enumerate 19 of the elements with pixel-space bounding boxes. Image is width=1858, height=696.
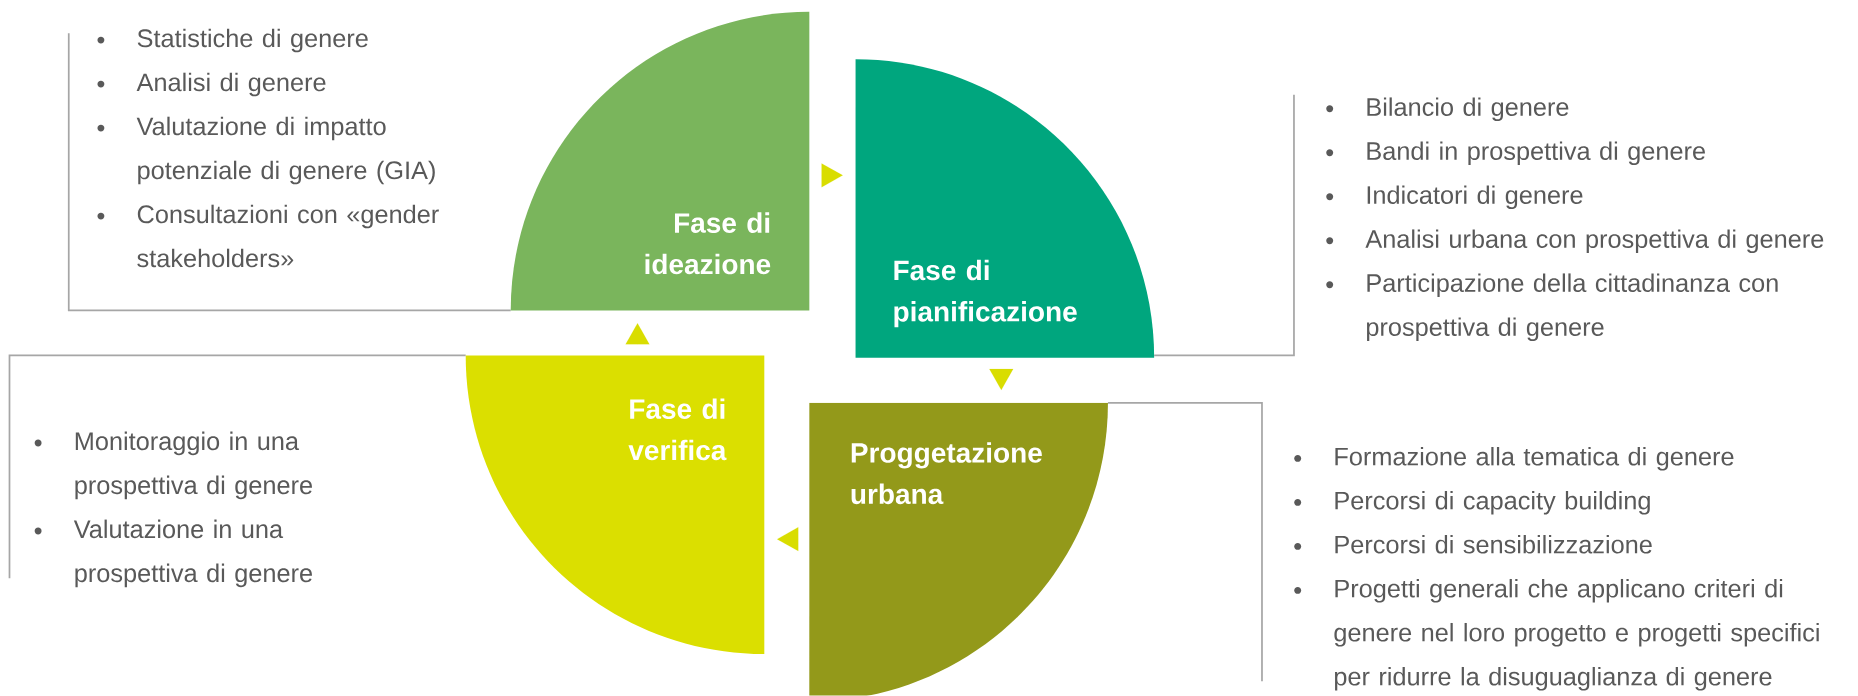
bullet-item: Statistiche di genere — [137, 28, 368, 53]
bullet-item: Bandi in prospettiva di genere — [1367, 141, 1705, 166]
bullet-item: Percorsi di sensibilizzazione — [1335, 535, 1652, 554]
bullet-item: Valutazione in una prospettiva di genere — [73, 519, 312, 588]
bullet-item: Monitoraggio in una prospettiva di genere — [75, 431, 312, 500]
arrow — [777, 527, 799, 552]
bullet-item: Analisi di genere — [136, 72, 326, 97]
bullet-item: Valutazione di impatto potenziale di genere (GIA) — [136, 116, 435, 185]
bullet-item: Formazione alla tematica di genere — [1335, 447, 1734, 471]
bullet-item: Percorsi di capacity building — [1335, 491, 1650, 515]
bullet-item: Consultazioni con «gender stakeholders» — [137, 204, 439, 268]
bullet-item: Participazione della cittadinanza con prospettiva di genere — [1367, 273, 1778, 342]
arrow — [625, 323, 650, 345]
bullet-item: Bilancio di genere — [1367, 97, 1569, 122]
arrow — [821, 163, 843, 188]
bullet-item: Indicatori di genere — [1367, 185, 1583, 210]
bullet-item: Analisi urbana con prospettiva di genere — [1365, 229, 1824, 254]
arrow — [989, 369, 1014, 391]
bullet-item: Progetti generali che applicano criteri di genere nel loro progetto e progetti specifici per ridurre la disuguaglianza di genere — [1334, 579, 1819, 691]
